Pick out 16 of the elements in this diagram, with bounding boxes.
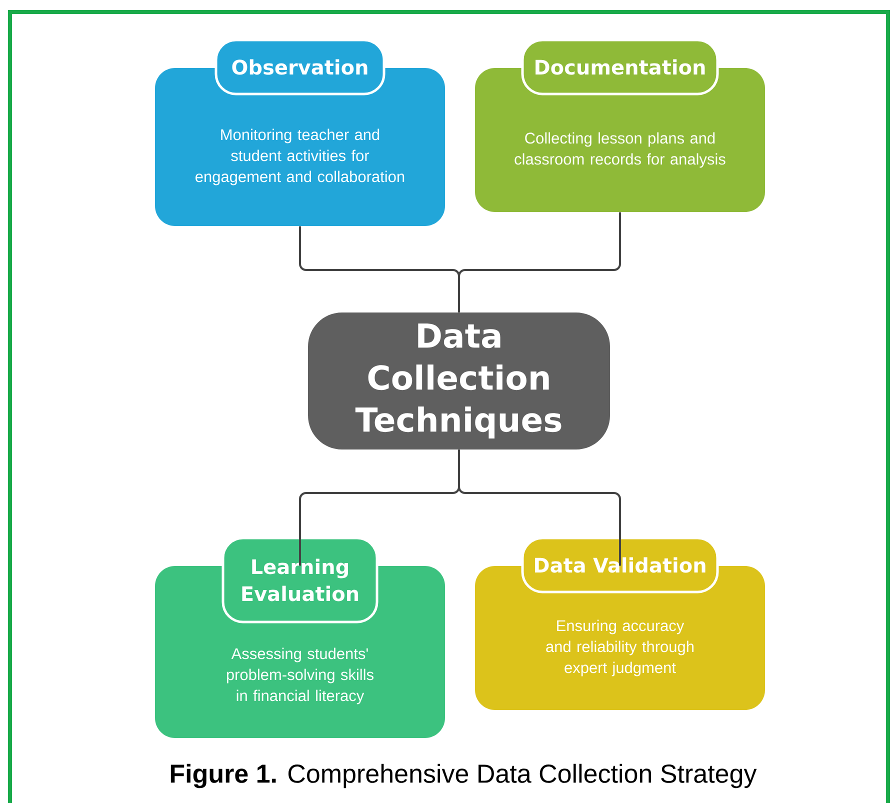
topic-box: Data Collection Techniques <box>308 312 610 450</box>
body-text: Ensuring accuracy and reliability through expert judgment <box>546 620 694 676</box>
body-text: Assessing students' problem-solving skills in financial literacy <box>226 648 374 704</box>
body-text: Collecting lesson plans and classroom records for analysis <box>514 132 726 168</box>
heading-pill: Observation <box>214 38 386 96</box>
process-box <box>155 38 445 226</box>
connector <box>458 450 621 566</box>
process-box <box>155 536 445 738</box>
body-text: Monitoring teacher and student activities for engagement and collaboration <box>196 128 404 186</box>
heading-pill: Documentation <box>521 38 719 96</box>
heading-pill: Learning Evaluation <box>222 536 378 624</box>
process-box <box>475 536 765 710</box>
heading-pill: Data Validation <box>521 536 719 594</box>
process-box <box>475 38 765 212</box>
caption: Figure 1. Comprehensive Data Collection Strategy <box>166 760 760 792</box>
connector <box>458 212 621 312</box>
